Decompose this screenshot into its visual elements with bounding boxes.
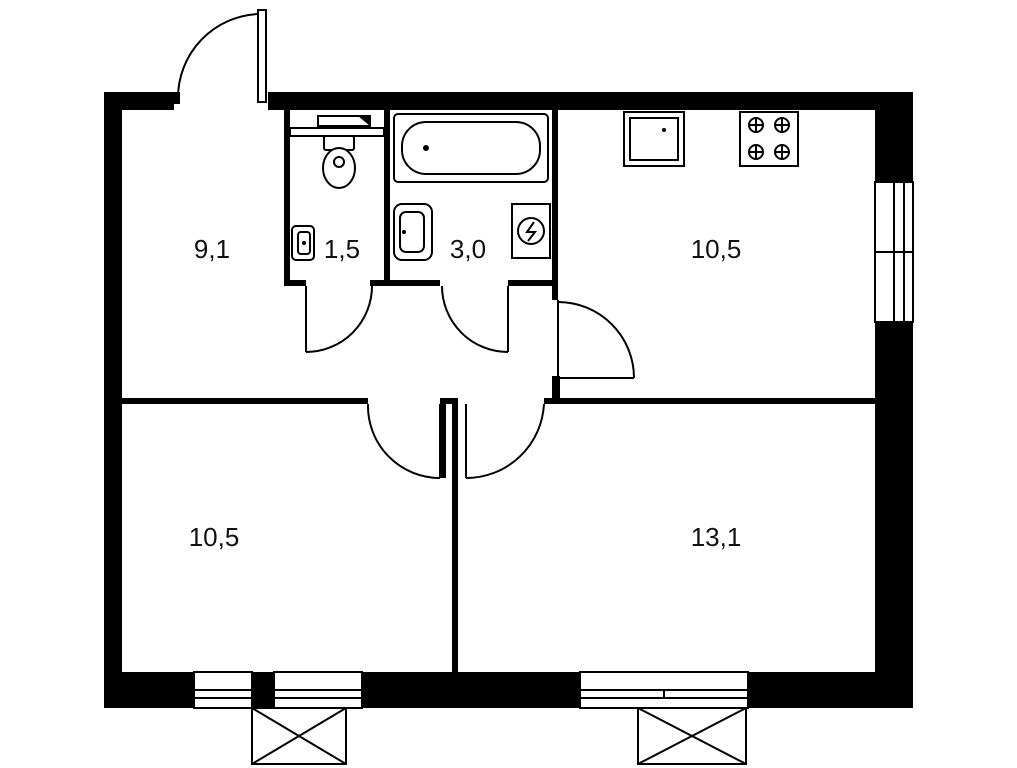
stove-icon — [739, 111, 799, 167]
entrance-door — [174, 9, 267, 104]
windows — [193, 181, 914, 709]
bedroom-area-label: 10,5 — [189, 522, 240, 552]
kitchen-window — [874, 181, 914, 323]
toilet-door — [305, 285, 373, 353]
room-area-labels: 9,1 1,5 3,0 10,5 10,5 13,1 — [189, 234, 742, 552]
balcony-left — [251, 707, 347, 765]
hall-area-label: 9,1 — [194, 234, 230, 264]
bathtub-icon — [393, 113, 549, 183]
bedroom-door — [366, 403, 441, 479]
washing-machine-icon — [511, 203, 551, 259]
bathroom-door — [441, 285, 509, 353]
doors — [174, 9, 635, 480]
balcony-right — [637, 707, 747, 765]
bath-sink-icon — [393, 203, 433, 261]
toilet-area-label: 1,5 — [324, 234, 360, 264]
interior-walls — [122, 110, 875, 672]
living-room-door — [465, 403, 545, 480]
bathroom-area-label: 3,0 — [450, 234, 486, 264]
living-room-area-label: 13,1 — [691, 522, 742, 552]
kitchen-area-label: 10,5 — [691, 234, 742, 264]
bedroom-window-right — [273, 671, 363, 709]
living-room-window — [579, 671, 749, 709]
toilet-cistern-icon — [289, 115, 385, 137]
toilet-sink-icon — [291, 225, 315, 261]
bedroom-window-left — [193, 671, 253, 709]
exterior-walls — [104, 92, 913, 708]
balconies — [251, 707, 747, 765]
kitchen-door — [557, 300, 635, 379]
fixtures — [289, 111, 799, 261]
toilet-bowl-icon — [322, 135, 356, 189]
kitchen-sink-icon — [623, 111, 685, 167]
